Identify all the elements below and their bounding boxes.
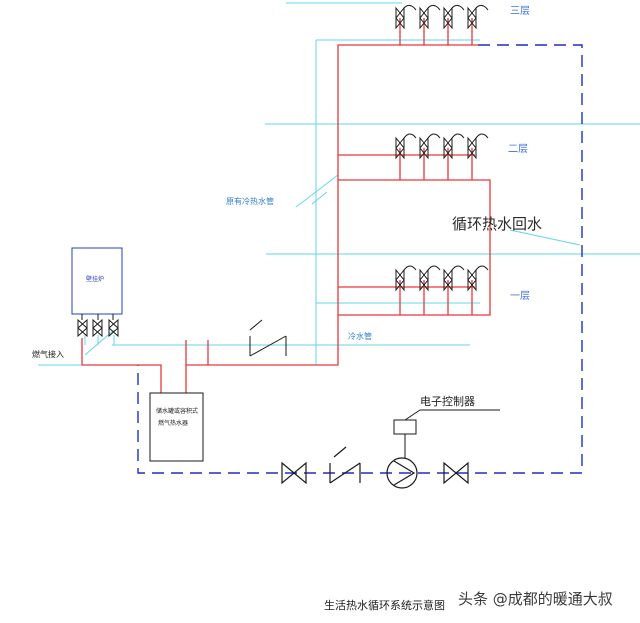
floor-1-label: 一层 [510, 290, 530, 302]
diagram-title: 生活热水循环系统示意图 [324, 598, 445, 612]
storage-water-heater: 储水罐或容积式 燃气热水器 [149, 392, 204, 462]
floor-2-fixture-valves [395, 133, 489, 160]
controller-label: 电子控制器 [420, 394, 475, 408]
hot-water-supply-pipe [81, 18, 491, 393]
cold-water-pipes [38, 2, 640, 366]
boiler-label: 壁挂炉 [86, 275, 104, 283]
return-gate-valve-left [281, 461, 307, 485]
floor-1-fixture-valves [395, 265, 489, 292]
supply-check-valve [249, 319, 287, 357]
floor-3-label: 三层 [510, 5, 530, 17]
watermark: 头条 @成都的暖通大叔 [458, 590, 613, 608]
return-check-valve [329, 446, 361, 484]
floor-3-fixture-valves [395, 4, 489, 30]
electronic-controller [393, 409, 500, 458]
water-heater-label-line1: 储水罐或容积式 [156, 407, 198, 415]
water-heater-label-line2: 燃气热水器 [158, 419, 188, 427]
existing-pipe-label: 原有冷热水管 [226, 196, 274, 206]
wall-hung-boiler: 壁挂炉 [71, 247, 123, 315]
return-gate-valve-right [443, 461, 469, 485]
return-water-label: 循环热水回水 [452, 215, 542, 233]
return-water-pipe [137, 44, 583, 474]
gas-inlet-label: 燃气接入 [32, 349, 64, 359]
floor-2-label: 二层 [508, 143, 528, 155]
circulation-pump [386, 457, 418, 489]
boiler-valves [77, 314, 119, 338]
cold-water-pipe-label: 冷水管 [348, 331, 372, 341]
